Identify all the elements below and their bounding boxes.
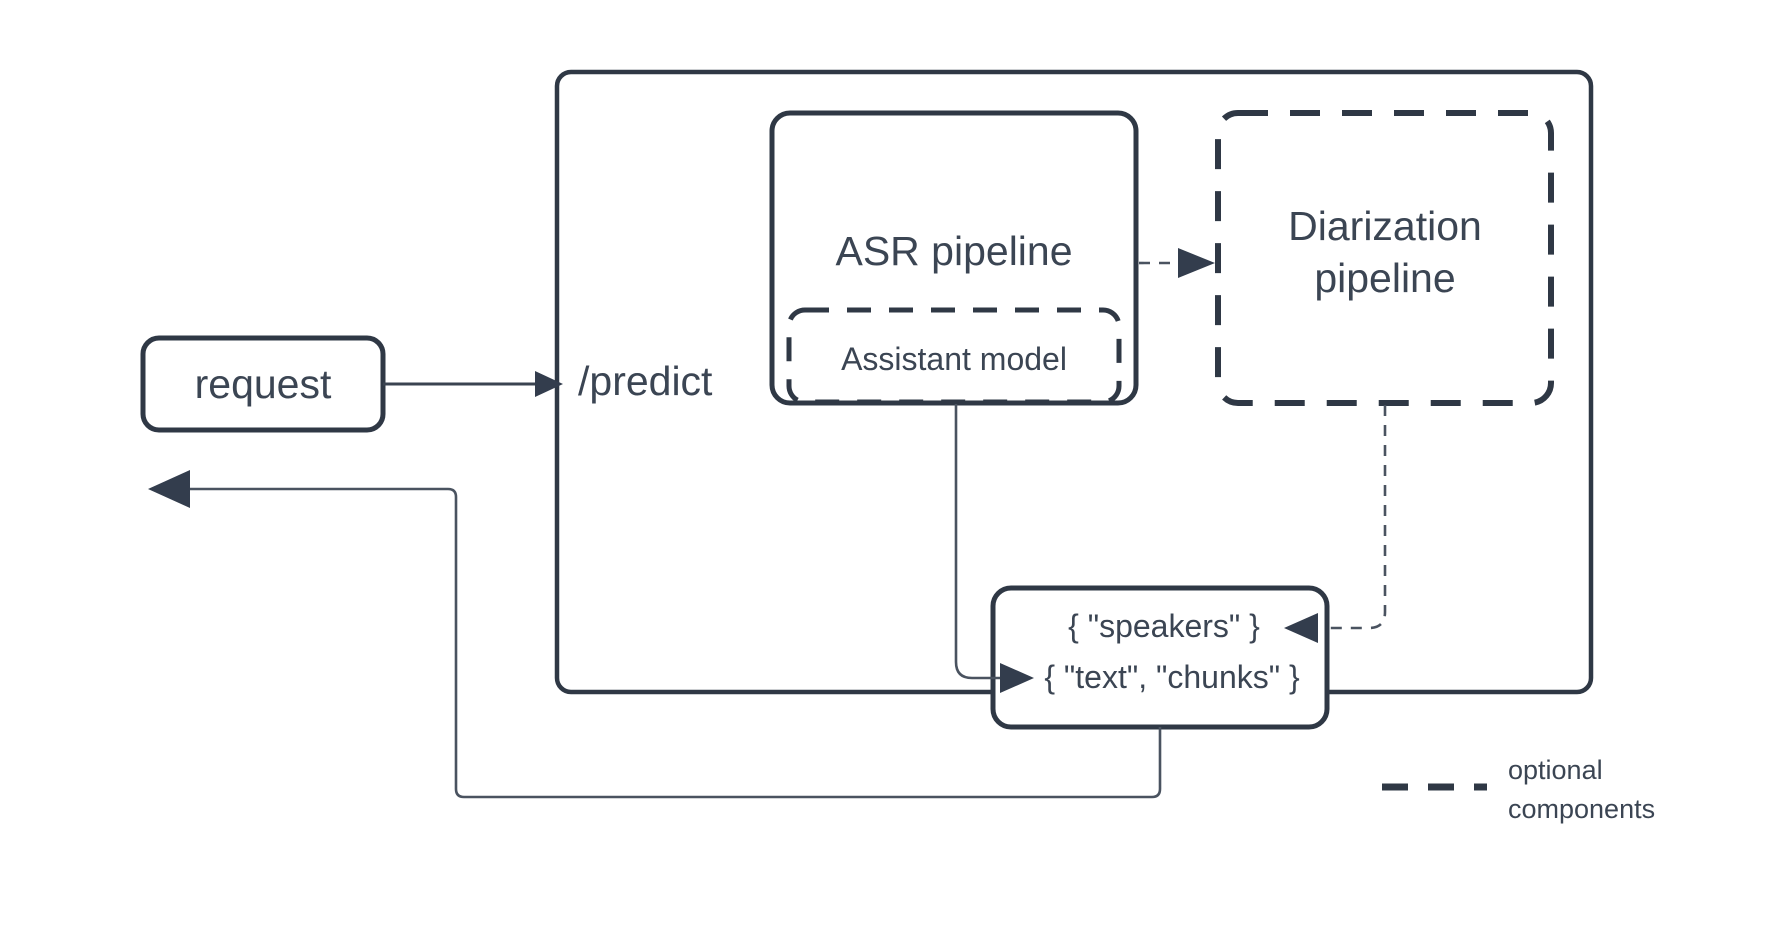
- edge-assistant-to-text-chunks-line: [954, 404, 1000, 680]
- node-assistant-model[interactable]: Assistant model: [786, 307, 1122, 405]
- arrowhead-asr-to-diarization: [1178, 248, 1215, 278]
- diarization-pipeline-label-line1: Diarization: [1288, 203, 1482, 249]
- output-speakers-label: { "speakers" }: [1068, 608, 1260, 644]
- assistant-model-box: [786, 307, 1122, 405]
- arrowhead-assistant-to-text-chunks: [1000, 663, 1034, 693]
- arrowhead-request-to-predict: [535, 371, 563, 397]
- edge-diarization-to-speakers: [1284, 405, 1387, 643]
- request-label: request: [195, 361, 332, 407]
- arrowhead-output-to-response: [148, 470, 190, 508]
- assistant-model-label: Assistant model: [841, 341, 1067, 377]
- edge-diarization-to-speakers-line: [1322, 405, 1387, 630]
- node-output[interactable]: { "speakers" } { "text", "chunks" }: [990, 585, 1330, 730]
- arrowhead-diarization-to-speakers: [1284, 613, 1318, 643]
- legend-label-line2: components: [1508, 794, 1655, 824]
- legend: optional components: [1382, 755, 1655, 824]
- edge-assistant-to-text-chunks: [954, 404, 1034, 693]
- node-asr-pipeline[interactable]: ASR pipeline: [769, 110, 1139, 406]
- edge-output-to-response: [148, 470, 1162, 799]
- diarization-pipeline-box: [1215, 110, 1554, 406]
- node-request[interactable]: request: [140, 335, 386, 433]
- diarization-pipeline-label-line2: pipeline: [1314, 255, 1455, 301]
- legend-label-line1: optional: [1508, 755, 1603, 785]
- predict-label: /predict: [578, 358, 713, 404]
- output-text-chunks-label: { "text", "chunks" }: [1044, 659, 1300, 695]
- edge-asr-to-diarization: [1139, 248, 1215, 278]
- asr-pipeline-label: ASR pipeline: [835, 228, 1072, 274]
- edge-output-to-response-line: [180, 487, 1162, 799]
- edge-request-to-predict: [383, 371, 563, 397]
- node-diarization-pipeline[interactable]: Diarization pipeline: [1215, 110, 1554, 406]
